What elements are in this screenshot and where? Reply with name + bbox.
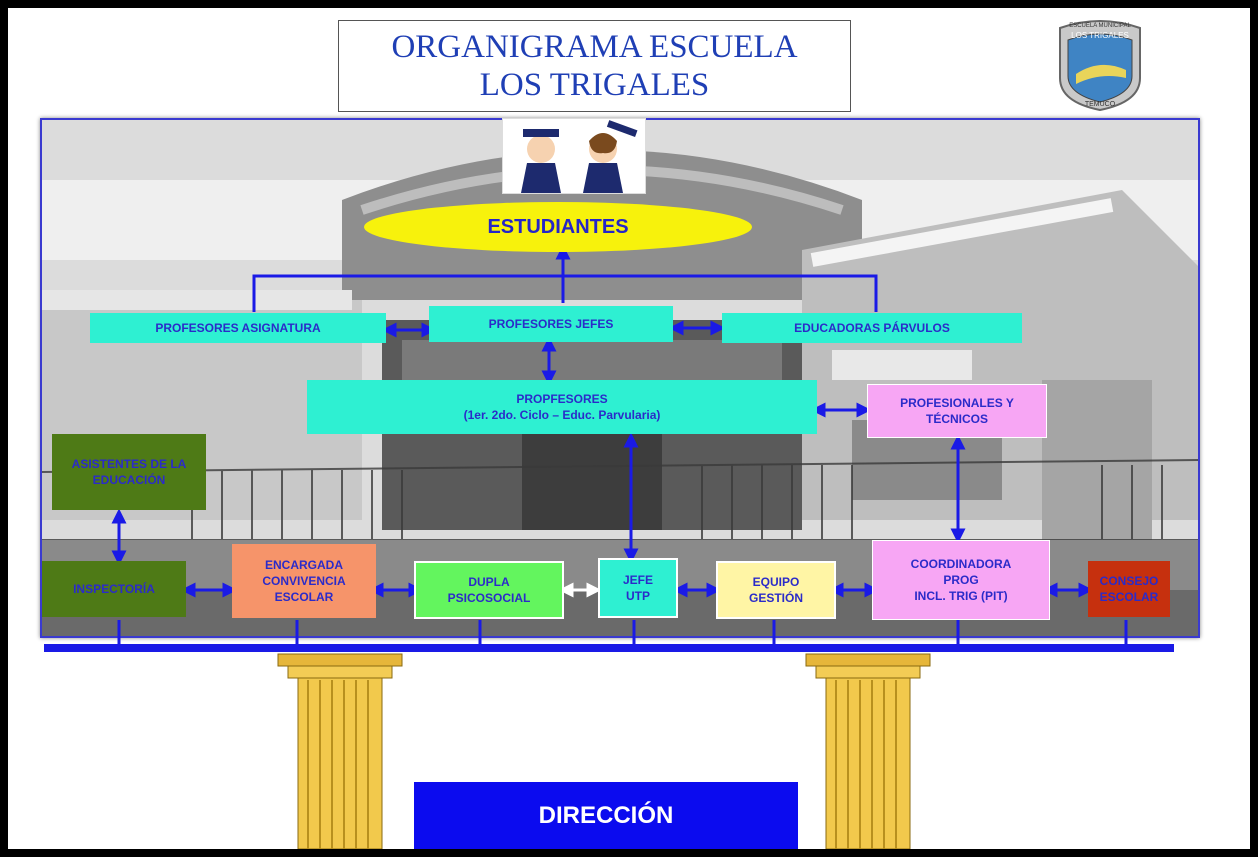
equipo-label-line1: EQUIPO xyxy=(752,575,800,589)
node-asistentes-educacion: ASISTENTES DE LA EDUCACIÓN xyxy=(52,434,206,510)
node-propfesores: PROPFESORES (1er. 2do. Ciclo – Educ. Par… xyxy=(307,380,817,434)
dupla-label-line2: PSICOSOCIAL xyxy=(447,591,531,605)
node-coordinadora-pit: COORDINADORA PROG INCL. TRIG (PIT) xyxy=(872,540,1050,620)
consejo-label-line1: CONSEJO xyxy=(1099,574,1159,588)
educadoras-parvulos-label: EDUCADORAS PÁRVULOS xyxy=(794,321,950,335)
logo-name-text: LOS TRIGALES xyxy=(1071,31,1129,40)
node-dupla-psicosocial: DUPLA PSICOSOCIAL xyxy=(414,561,564,619)
asistentes-label-line2: EDUCACIÓN xyxy=(92,473,166,487)
profesores-asignatura-label: PROFESORES ASIGNATURA xyxy=(155,321,321,335)
node-educadoras-parvulos: EDUCADORAS PÁRVULOS xyxy=(722,313,1022,343)
dupla-label-line1: DUPLA xyxy=(468,575,510,589)
left-pillar xyxy=(277,653,403,849)
school-crest-icon: ESCUELA MUNICIPAL LOS TRIGALES TEMUCO xyxy=(1059,20,1141,112)
node-profesionales-tecnicos: PROFESIONALES Y TÉCNICOS xyxy=(867,384,1047,438)
node-consejo-escolar: CONSEJO ESCOLAR xyxy=(1088,561,1170,617)
coordinadora-label-line2: PROG xyxy=(943,573,979,587)
node-jefe-utp: JEFE UTP xyxy=(598,558,678,618)
profesionales-label-line1: PROFESIONALES Y xyxy=(900,396,1014,410)
encargada-label-line3: ESCOLAR xyxy=(274,590,334,604)
equipo-label-line2: GESTIÓN xyxy=(748,591,803,605)
coordinadora-label-line3: INCL. TRIG (PIT) xyxy=(914,589,1008,603)
jefe-utp-label-line1: JEFE xyxy=(622,573,653,587)
node-equipo-gestion: EQUIPO GESTIÓN xyxy=(716,561,836,619)
node-profesores-asignatura: PROFESORES ASIGNATURA xyxy=(90,313,386,343)
pillars xyxy=(277,653,931,849)
graduates-illustration xyxy=(502,118,646,194)
connectors xyxy=(44,244,1174,652)
chart-title: ORGANIGRAMA ESCUELA LOS TRIGALES xyxy=(338,20,851,112)
node-profesores-jefes: PROFESORES JEFES xyxy=(429,306,673,342)
profesionales-label-line2: TÉCNICOS xyxy=(925,412,988,426)
org-chart: ORGANIGRAMA ESCUELA LOS TRIGALES ESCUELA… xyxy=(8,8,1250,849)
consejo-label-line2: ESCOLAR xyxy=(1099,590,1159,604)
propfesores-label-line2: (1er. 2do. Ciclo – Educ. Parvularia) xyxy=(463,408,661,422)
encargada-label-line1: ENCARGADA xyxy=(265,558,343,572)
direccion-label: DIRECCIÓN xyxy=(538,802,674,829)
coordinadora-label-line1: COORDINADORA xyxy=(910,557,1012,571)
node-inspectoria: INSPECTORÍA xyxy=(42,561,186,617)
jefe-utp-label-line2: UTP xyxy=(626,589,650,603)
logo-city-text: TEMUCO xyxy=(1085,101,1116,108)
propfesores-label-line1: PROPFESORES xyxy=(516,392,608,406)
node-direccion: DIRECCIÓN xyxy=(414,782,798,849)
title-line-2: LOS TRIGALES xyxy=(479,67,710,103)
estudiantes-label: ESTUDIANTES xyxy=(487,216,629,238)
asistentes-label-line1: ASISTENTES DE LA xyxy=(71,457,187,471)
profesores-jefes-label: PROFESORES JEFES xyxy=(488,317,614,331)
title-line-1: ORGANIGRAMA ESCUELA xyxy=(391,29,798,65)
school-logo: ESCUELA MUNICIPAL LOS TRIGALES TEMUCO xyxy=(1056,18,1144,112)
inspectoria-label: INSPECTORÍA xyxy=(73,582,155,596)
right-pillar xyxy=(805,653,931,849)
node-estudiantes: ESTUDIANTES xyxy=(364,202,752,252)
logo-top-text: ESCUELA MUNICIPAL xyxy=(1069,23,1131,29)
graduates-icon xyxy=(521,120,638,193)
node-encargada-convivencia: ENCARGADA CONVIVENCIA ESCOLAR xyxy=(232,544,376,618)
encargada-label-line2: CONVIVENCIA xyxy=(262,574,346,588)
